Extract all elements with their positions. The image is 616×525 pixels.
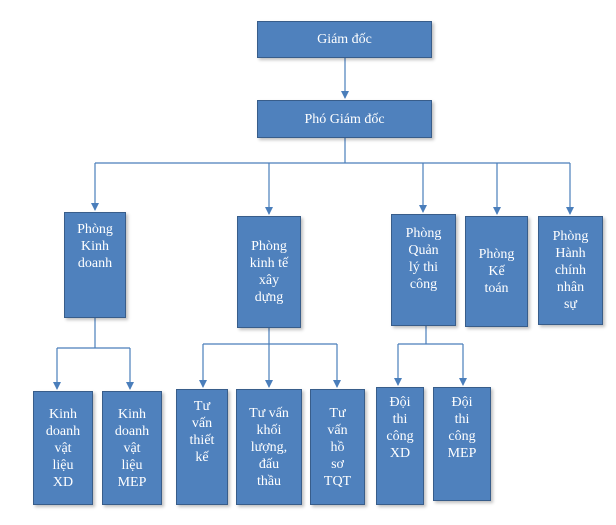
- node-consult-design-label: Tư vấn thiết kế: [189, 399, 215, 465]
- node-consult-design: Tư vấn thiết kế: [176, 389, 228, 505]
- node-director: Giám đốc: [257, 21, 432, 58]
- node-dept-construction-management: Phòng Quản lý thi công: [391, 214, 456, 326]
- node-consult-quantity-bidding-label: Tư vấn khối lượng, đấu thầu: [249, 405, 289, 489]
- node-sales-materials-xd-label: Kinh doanh vật liệu XD: [45, 406, 81, 490]
- node-dept-sales: Phòng Kinh doanh: [64, 212, 126, 318]
- node-dept-hr-admin: Phòng Hành chính nhân sự: [538, 216, 603, 325]
- node-dept-construction-economics-label: Phòng kinh tế xây dựng: [249, 239, 289, 305]
- node-dept-construction-management-label: Phòng Quản lý thi công: [405, 226, 442, 292]
- node-consult-tqt: Tư vấn hồ sơ TQT: [310, 389, 365, 505]
- node-director-label: Giám đốc: [317, 32, 372, 47]
- node-dept-hr-admin-label: Phòng Hành chính nhân sự: [552, 229, 589, 312]
- node-dept-accounting: Phòng Kế toán: [465, 216, 528, 327]
- node-team-construction-xd: Đội thi công XD: [376, 387, 424, 505]
- node-deputy-director-label: Phó Giám đốc: [304, 111, 385, 127]
- node-consult-quantity-bidding: Tư vấn khối lượng, đấu thầu: [236, 389, 302, 505]
- node-deputy-director: Phó Giám đốc: [257, 100, 432, 138]
- node-dept-construction-economics: Phòng kinh tế xây dựng: [237, 216, 301, 328]
- node-sales-materials-xd: Kinh doanh vật liệu XD: [33, 391, 93, 505]
- node-dept-accounting-label: Phòng Kế toán: [478, 247, 515, 296]
- node-team-construction-xd-label: Đội thi công XD: [386, 395, 414, 461]
- node-dept-sales-label: Phòng Kinh doanh: [77, 222, 113, 271]
- node-sales-materials-mep-label: Kinh doanh vật liệu MEP: [114, 406, 150, 490]
- node-consult-tqt-label: Tư vấn hồ sơ TQT: [323, 405, 352, 489]
- node-team-construction-mep-label: Đội thi công MEP: [447, 395, 477, 461]
- node-sales-materials-mep: Kinh doanh vật liệu MEP: [102, 391, 162, 505]
- node-team-construction-mep: Đội thi công MEP: [433, 387, 491, 501]
